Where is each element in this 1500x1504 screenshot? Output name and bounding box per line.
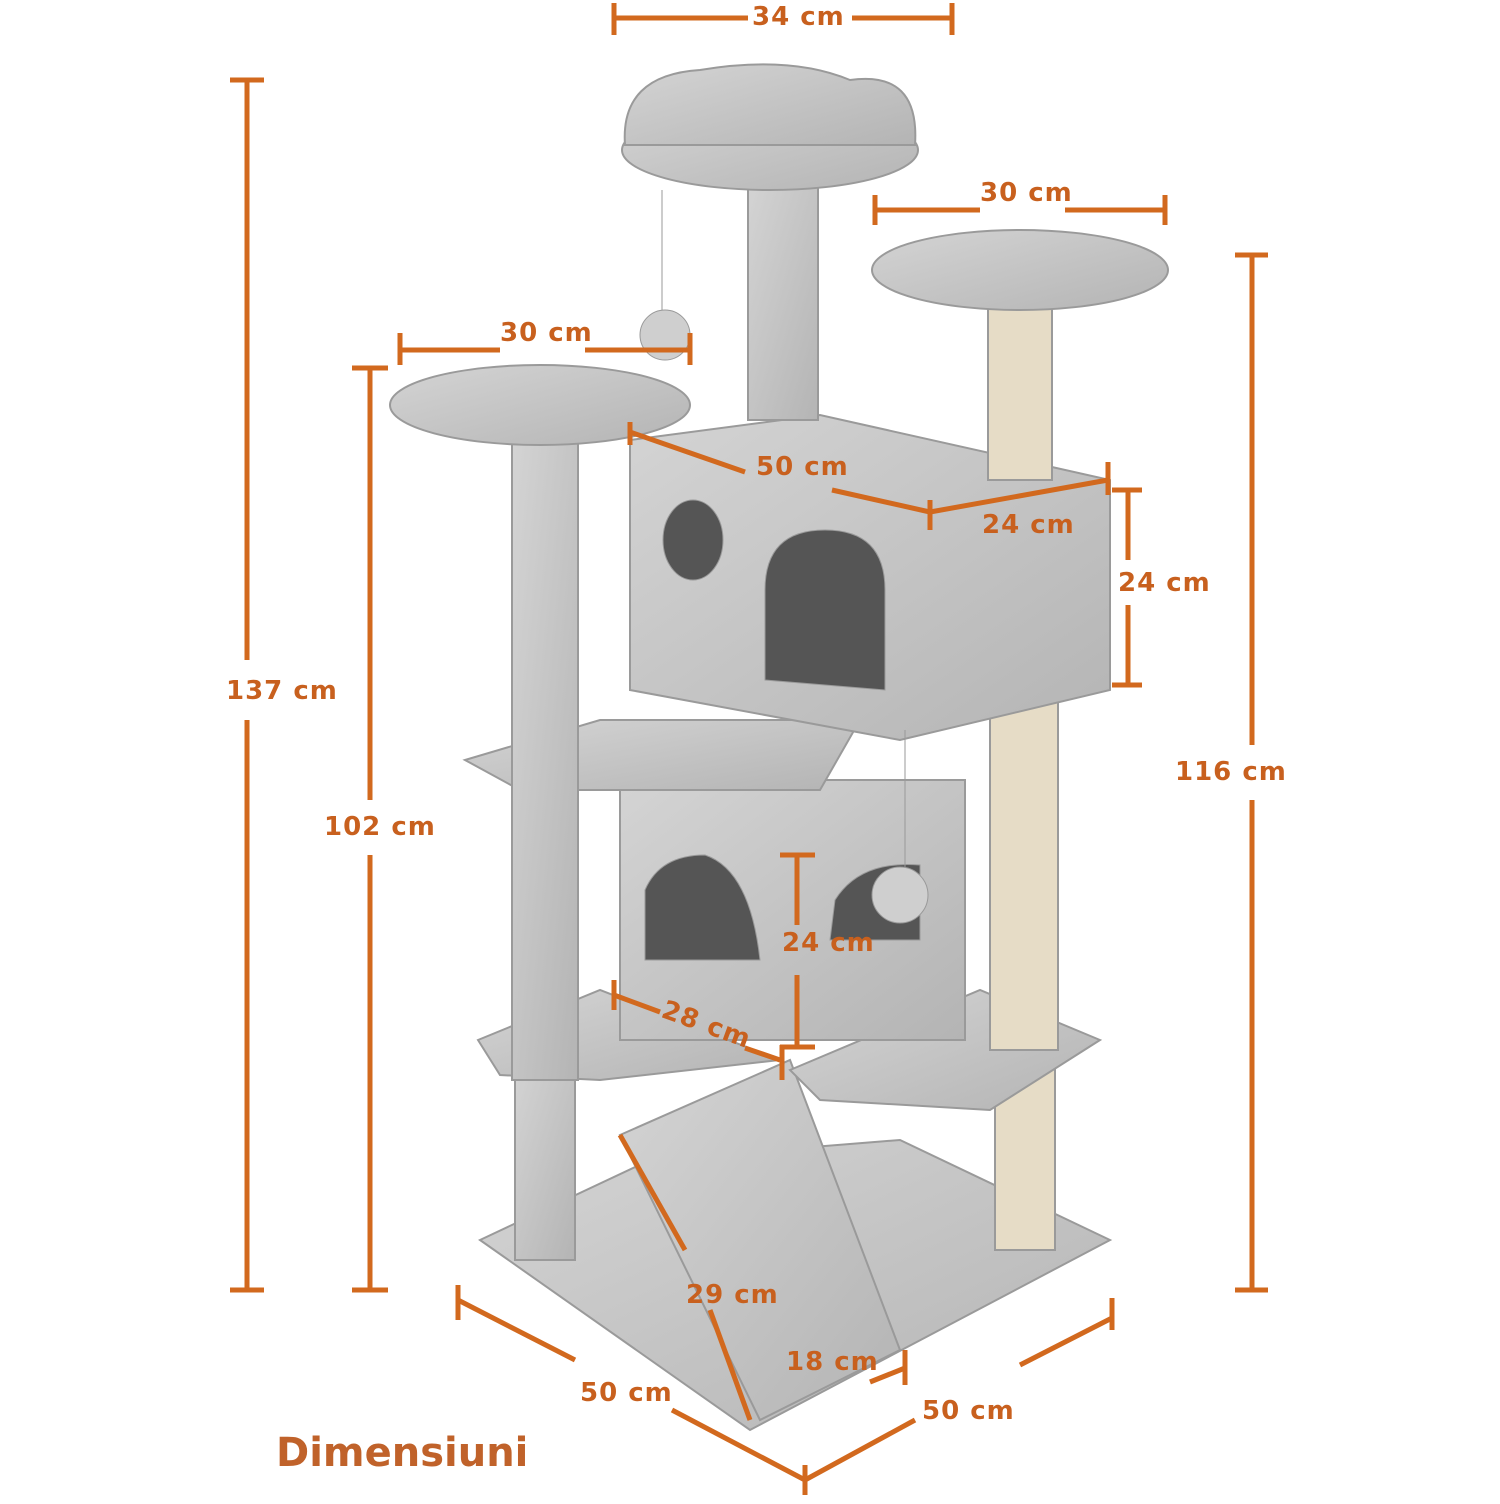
dim-top-perch-width: 34 cm [752,2,845,32]
dim-total-height: 137 cm [226,676,338,706]
dim-right-height: 116 cm [1175,757,1287,787]
dim-ramp-width: 18 cm [786,1347,879,1377]
dim-lower-condo-height: 24 cm [782,928,875,958]
dim-ramp-length: 29 cm [686,1280,779,1310]
dim-upper-condo-height: 24 cm [1118,568,1211,598]
diagram-title: Dimensiuni [276,1430,529,1476]
dim-upper-condo-length: 50 cm [756,452,849,482]
dim-right-platform-width: 30 cm [980,178,1073,208]
dim-left-platform-width: 30 cm [500,318,593,348]
dim-base-width: 50 cm [580,1378,673,1408]
dim-base-depth: 50 cm [922,1396,1015,1426]
dimension-lines [230,3,1268,1495]
dim-left-post-height: 102 cm [324,812,436,842]
dim-upper-condo-depth: 24 cm [982,510,1075,540]
